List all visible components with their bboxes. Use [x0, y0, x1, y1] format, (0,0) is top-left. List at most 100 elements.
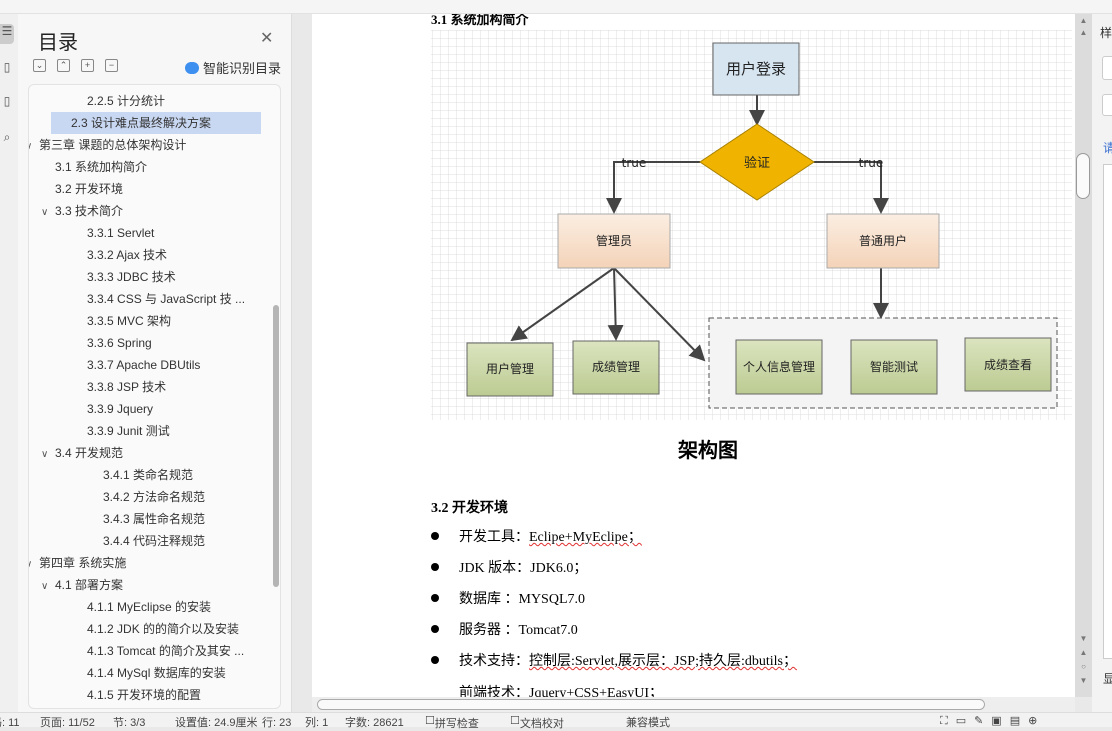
toc-item-label: 第四章 系统实施: [39, 556, 127, 570]
add-level-button[interactable]: +: [81, 59, 94, 72]
horizontal-scroll-thumb[interactable]: [317, 699, 985, 710]
toc-item[interactable]: 3.3.8 JSP 技术: [87, 376, 166, 398]
toc-item-label: 3.4.2 方法命名规范: [103, 490, 206, 504]
toc-item-label: 3.3.2 Ajax 技术: [87, 248, 168, 262]
display-label: 显: [1103, 672, 1112, 686]
toc-item-label: 3.3.1 Servlet: [87, 226, 155, 240]
toc-item[interactable]: 3.3.1 Servlet: [87, 222, 154, 244]
next-page-icon[interactable]: ▼: [1079, 676, 1088, 685]
status-page[interactable]: 页面: 11/52: [40, 717, 95, 729]
expand-all-button[interactable]: ⌄: [33, 59, 46, 72]
vertical-scroll-thumb[interactable]: [1076, 153, 1090, 199]
chevron-down-icon[interactable]: ∨: [41, 207, 49, 218]
bullet-label: 服务器 ：: [459, 623, 519, 638]
smart-toc-button[interactable]: 智能识别目录: [185, 58, 281, 77]
user-mgmt-box: [466, 342, 554, 397]
toc-item[interactable]: 3.3.2 Ajax 技术: [87, 244, 167, 266]
style-select[interactable]: [1102, 56, 1112, 80]
admin-box: [557, 213, 671, 269]
collapse-all-button[interactable]: ⌃: [57, 59, 70, 72]
toc-item[interactable]: 3.3.3 JDBC 技术: [87, 266, 176, 288]
toc-item-label: 4.1 部署方案: [55, 578, 124, 592]
chevron-down-icon[interactable]: ∨: [29, 554, 39, 576]
toc-item[interactable]: 3.4.3 属性命名规范: [103, 508, 205, 530]
toc-scrollbar[interactable]: [273, 305, 279, 587]
toc-item[interactable]: 4.1.5 开发环境的配置: [87, 684, 201, 706]
bullet-icon: [431, 656, 439, 664]
toc-item[interactable]: 2.2.5 计分统计: [87, 90, 165, 112]
true-right-label: true: [859, 156, 884, 170]
diagram-caption: 架构图: [678, 440, 738, 462]
chevron-down-icon[interactable]: ∨: [41, 581, 49, 592]
view-mode-icons[interactable]: ⛶▭✎▣▤⊕: [940, 715, 1046, 727]
toc-icon[interactable]: ☰: [0, 24, 14, 44]
env-bullet-item: 技术支持：控制层:Servlet,展示层：JSP;持久层:dbutils；: [459, 650, 797, 670]
toc-item[interactable]: 3.4.1 类命名规范: [103, 464, 193, 486]
toc-item[interactable]: 3.3.9 Jquery: [87, 398, 153, 420]
grade-mgmt-box: [572, 340, 660, 395]
top-toolbar: [0, 0, 1112, 14]
bullet-icon: [431, 594, 439, 602]
horizontal-scrollbar[interactable]: [312, 697, 1075, 712]
spell-check-label: 拼写检查: [434, 718, 479, 730]
toc-item[interactable]: ∨ 4.1 部署方案: [41, 574, 123, 596]
toc-item[interactable]: 3.3.9 Junit 测试: [87, 420, 170, 442]
toc-item[interactable]: ∨ 3.4 开发规范: [41, 442, 123, 464]
status-section: 节: 3/3: [113, 717, 146, 729]
page-icon[interactable]: ▯: [3, 94, 11, 108]
spell-check-button[interactable]: ☐ 拼写检查: [425, 715, 479, 730]
toc-item[interactable]: 4.1.2 JDK 的的简介以及安装: [87, 618, 239, 640]
toc-item[interactable]: 3.4.2 方法命名规范: [103, 486, 205, 508]
chevron-down-icon[interactable]: ∨: [41, 449, 49, 460]
chevron-down-icon[interactable]: ∨: [29, 136, 39, 158]
status-bar: 页码: 11 页面: 11/52 节: 3/3 设置值: 24.9厘米 行: 2…: [0, 712, 1112, 730]
login-label: 用户登录: [726, 60, 786, 78]
prev-page-icon[interactable]: ▲: [1079, 648, 1088, 657]
bullet-value: MYSQL7.0: [518, 592, 586, 607]
toc-item[interactable]: 3.3.6 Spring: [87, 332, 152, 354]
proof-button[interactable]: ☐ 文档校对: [510, 715, 564, 730]
user-box: [826, 213, 940, 269]
search-icon[interactable]: ⌕: [3, 130, 11, 144]
toc-item[interactable]: 3.3.7 Apache DBUtils: [87, 354, 200, 376]
architecture-diagram: 用户登录 验证 true true 管理员 普通用户 用户管理 成绩管理 个人信…: [431, 30, 1072, 420]
toc-item[interactable]: ∨第四章 系统实施: [29, 552, 127, 576]
ai-icon: [185, 62, 199, 74]
grade-view-box: [964, 337, 1052, 392]
toc-item[interactable]: 3.3.5 MVC 架构: [87, 310, 171, 332]
toc-item[interactable]: 3.3.4 CSS 与 JavaScript 技 ...: [87, 288, 245, 310]
toc-item[interactable]: 4.1.4 MySql 数据库的安装: [87, 662, 226, 684]
toc-item-label: 3.4.3 属性命名规范: [103, 512, 206, 526]
toc-item-label: 3.3 技术简介: [55, 204, 124, 218]
vertical-scrollbar[interactable]: ▲ ▲ ▼ ▲ ○ ▼: [1075, 14, 1092, 697]
true-left-label: true: [622, 156, 647, 170]
toc-item[interactable]: 4.1.3 Tomcat 的简介及其安 ...: [87, 640, 244, 662]
verify-label: 验证: [744, 155, 770, 171]
toc-item-label: 3.3.6 Spring: [87, 336, 152, 350]
bookmark-icon[interactable]: ▯: [3, 60, 11, 74]
toc-item-label: 3.4.1 类命名规范: [103, 468, 194, 482]
toc-item[interactable]: 3.2 开发环境: [55, 178, 123, 200]
toc-item-label: 4.1.5 开发环境的配置: [87, 688, 202, 702]
toc-item-label: 3.1 系统加构简介: [55, 160, 148, 174]
toc-item[interactable]: 3.4.4 代码注释规范: [103, 530, 205, 552]
scroll-up-icon[interactable]: ▲: [1079, 28, 1088, 37]
style-list[interactable]: [1103, 164, 1112, 659]
toc-item[interactable]: 4.1.1 MyEclipse 的安装: [87, 596, 211, 618]
toc-item[interactable]: 2.3 设计难点最终解决方案: [51, 112, 261, 134]
select-browse-icon[interactable]: ○: [1081, 662, 1086, 671]
toc-item[interactable]: ∨ 3.3 技术简介: [41, 200, 123, 222]
bullet-label: 技术支持：: [459, 654, 529, 669]
toc-item[interactable]: 3.1 系统加构简介: [55, 156, 147, 178]
toc-item[interactable]: ∨第三章 课题的总体架构设计: [29, 134, 186, 158]
toc-item-label: 4.1.1 MyEclipse 的安装: [87, 600, 212, 614]
close-icon[interactable]: ✕: [260, 30, 274, 47]
remove-level-button[interactable]: −: [105, 59, 118, 72]
toc-item-label: 3.2 开发环境: [55, 182, 124, 196]
scroll-top-icon[interactable]: ▲: [1079, 16, 1088, 25]
style-input[interactable]: [1102, 94, 1112, 116]
toc-item-label: 3.4 开发规范: [55, 446, 124, 460]
status-words[interactable]: 字数: 28621: [345, 717, 404, 729]
scroll-down-icon[interactable]: ▼: [1079, 634, 1088, 643]
bullet-value: 控制层:Servlet,展示层：JSP;持久层:dbutils；: [529, 654, 797, 669]
